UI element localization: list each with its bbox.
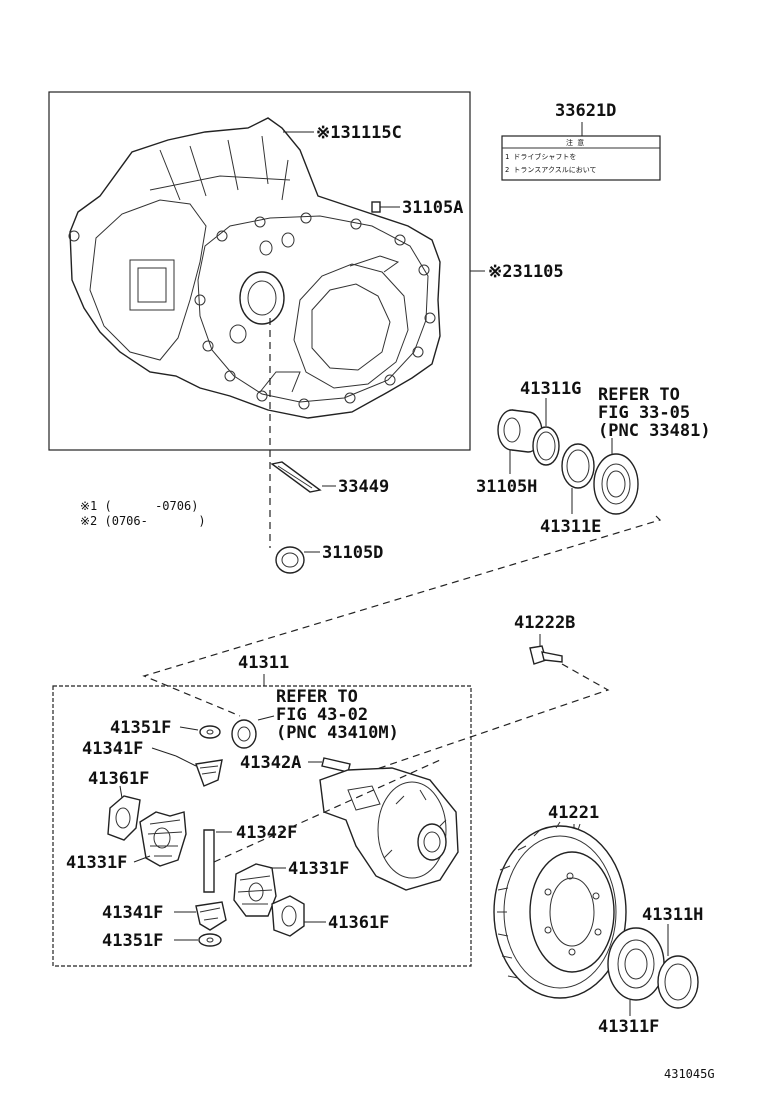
label-41311F: 41311F [598, 1017, 659, 1037]
part-41222B-bolt [529, 645, 563, 665]
part-31105D [275, 546, 305, 574]
label-41311G: 41311G [520, 379, 581, 399]
label-33449: 33449 [338, 477, 389, 497]
label-31115C: ※131115C [316, 123, 402, 143]
label-41342A: 41342A [240, 753, 301, 773]
shaft-41342A [321, 757, 351, 773]
label-41311E: 41311E [540, 517, 601, 537]
label-41331F-a: 41331F [66, 853, 127, 873]
note-1: ※1 ( -0706) [80, 499, 198, 513]
svg-text:2 トランスアクスルにおいて: 2 トランスアクスルにおいて [505, 166, 597, 174]
side-gear-41331F-left [139, 811, 187, 867]
pinion-shaft-41342F [203, 829, 215, 893]
label-31105: ※231105 [488, 262, 564, 282]
bearing-41311F [607, 927, 665, 1001]
label-41361F-b: 41361F [328, 913, 389, 933]
refer-2-line3: (PNC 43410M) [276, 723, 399, 743]
note-2: ※2 (0706- ) [80, 514, 206, 528]
transaxle-case-drawing [68, 117, 441, 419]
figure-id: 431045G [664, 1067, 715, 1081]
refer-2-line1: REFER TO [276, 687, 358, 707]
svg-text:注 意: 注 意 [566, 138, 584, 147]
label-41342F: 41342F [236, 823, 297, 843]
label-41222B: 41222B [514, 613, 575, 633]
side-gear-41331F-right [233, 863, 277, 917]
label-41221: 41221 [548, 803, 599, 823]
label-41351F-a: 41351F [110, 718, 171, 738]
label-41311H: 41311H [642, 905, 703, 925]
washer-41351F-top [199, 725, 221, 739]
label-31105A: 31105A [402, 198, 463, 218]
pinion-41341F-top [195, 759, 223, 787]
washer-41351F-bottom [198, 933, 222, 947]
differential-case-41311 [319, 767, 459, 891]
label-31105H: 31105H [476, 477, 537, 497]
part-33449 [270, 461, 322, 493]
caution-label-33621D: 注 意 1 ドライブシャフトを 2 トランスアクスルにおいて [501, 135, 661, 181]
label-33621D: 33621D [555, 101, 616, 121]
label-41341F-a: 41341F [82, 739, 143, 759]
shim-41311H [657, 955, 699, 1009]
pinion-41341F-bottom [195, 901, 227, 931]
differential-frame [52, 685, 472, 967]
label-41331F-b: 41331F [288, 859, 349, 879]
diff-side-bearing [231, 719, 257, 749]
washer-41361F-right [271, 895, 305, 937]
bearing-set-right [497, 409, 639, 515]
refer-1-line3: (PNC 33481) [598, 421, 711, 441]
refer-1-line2: FIG 33-05 [598, 403, 690, 423]
ring-gear-41221 [493, 821, 627, 999]
label-41311: 41311 [238, 653, 289, 673]
label-41361F-a: 41361F [88, 769, 149, 789]
washer-41361F-left [107, 795, 141, 841]
svg-text:1 ドライブシャフトを: 1 ドライブシャフトを [505, 152, 576, 161]
refer-1-line1: REFER TO [598, 385, 680, 405]
label-31105D: 31105D [322, 543, 383, 563]
label-41351F-b: 41351F [102, 931, 163, 951]
refer-2-line2: FIG 43-02 [276, 705, 368, 725]
label-41341F-b: 41341F [102, 903, 163, 923]
